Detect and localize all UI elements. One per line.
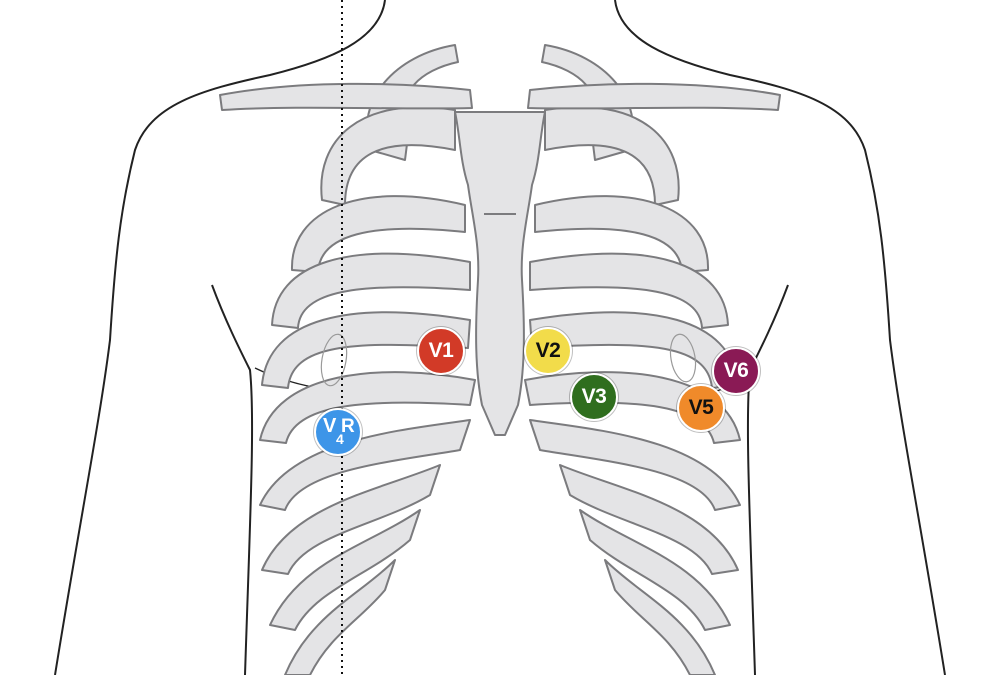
lead-v2: V2	[524, 327, 572, 375]
rib-left-5	[261, 311, 471, 389]
rib-left-3	[290, 195, 466, 273]
rib-right-4	[529, 252, 729, 329]
lead-v4r: V 4 R	[314, 408, 362, 456]
rib-left-9	[269, 509, 421, 631]
rib-left-4	[271, 252, 471, 329]
rib-left-8	[261, 464, 441, 575]
rib-left-10	[284, 559, 396, 675]
nipple-outlines	[320, 333, 697, 387]
lead-v3-label: V3	[581, 385, 607, 408]
lead-v6: V6	[712, 347, 760, 395]
lead-v6-label: V6	[723, 359, 749, 382]
rib-right-7	[529, 419, 741, 511]
rib-left-2	[320, 106, 456, 206]
lead-v5: V5	[677, 384, 725, 432]
lead-v1: V1	[417, 327, 465, 375]
lead-v4r-subscript: 4	[336, 431, 344, 447]
lead-v3: V3	[570, 373, 618, 421]
rib-right-8	[559, 464, 739, 575]
clavicle-right	[527, 82, 781, 111]
rib-cage	[219, 44, 781, 675]
lead-v4r-letter: V	[323, 415, 337, 437]
lead-v2-label: V2	[535, 339, 561, 362]
rib-right-3	[534, 195, 710, 273]
lead-v5-label: V5	[688, 396, 714, 419]
rib-left-7	[259, 419, 471, 511]
lead-v4r-suffix: R	[341, 416, 355, 437]
rib-right-9	[579, 509, 731, 631]
sternum	[454, 111, 546, 436]
rib-right-10	[604, 559, 716, 675]
clavicle-left	[219, 82, 473, 111]
rib-left-6	[259, 371, 476, 444]
lead-v1-label: V1	[428, 339, 454, 362]
rib-right-2	[544, 106, 680, 206]
